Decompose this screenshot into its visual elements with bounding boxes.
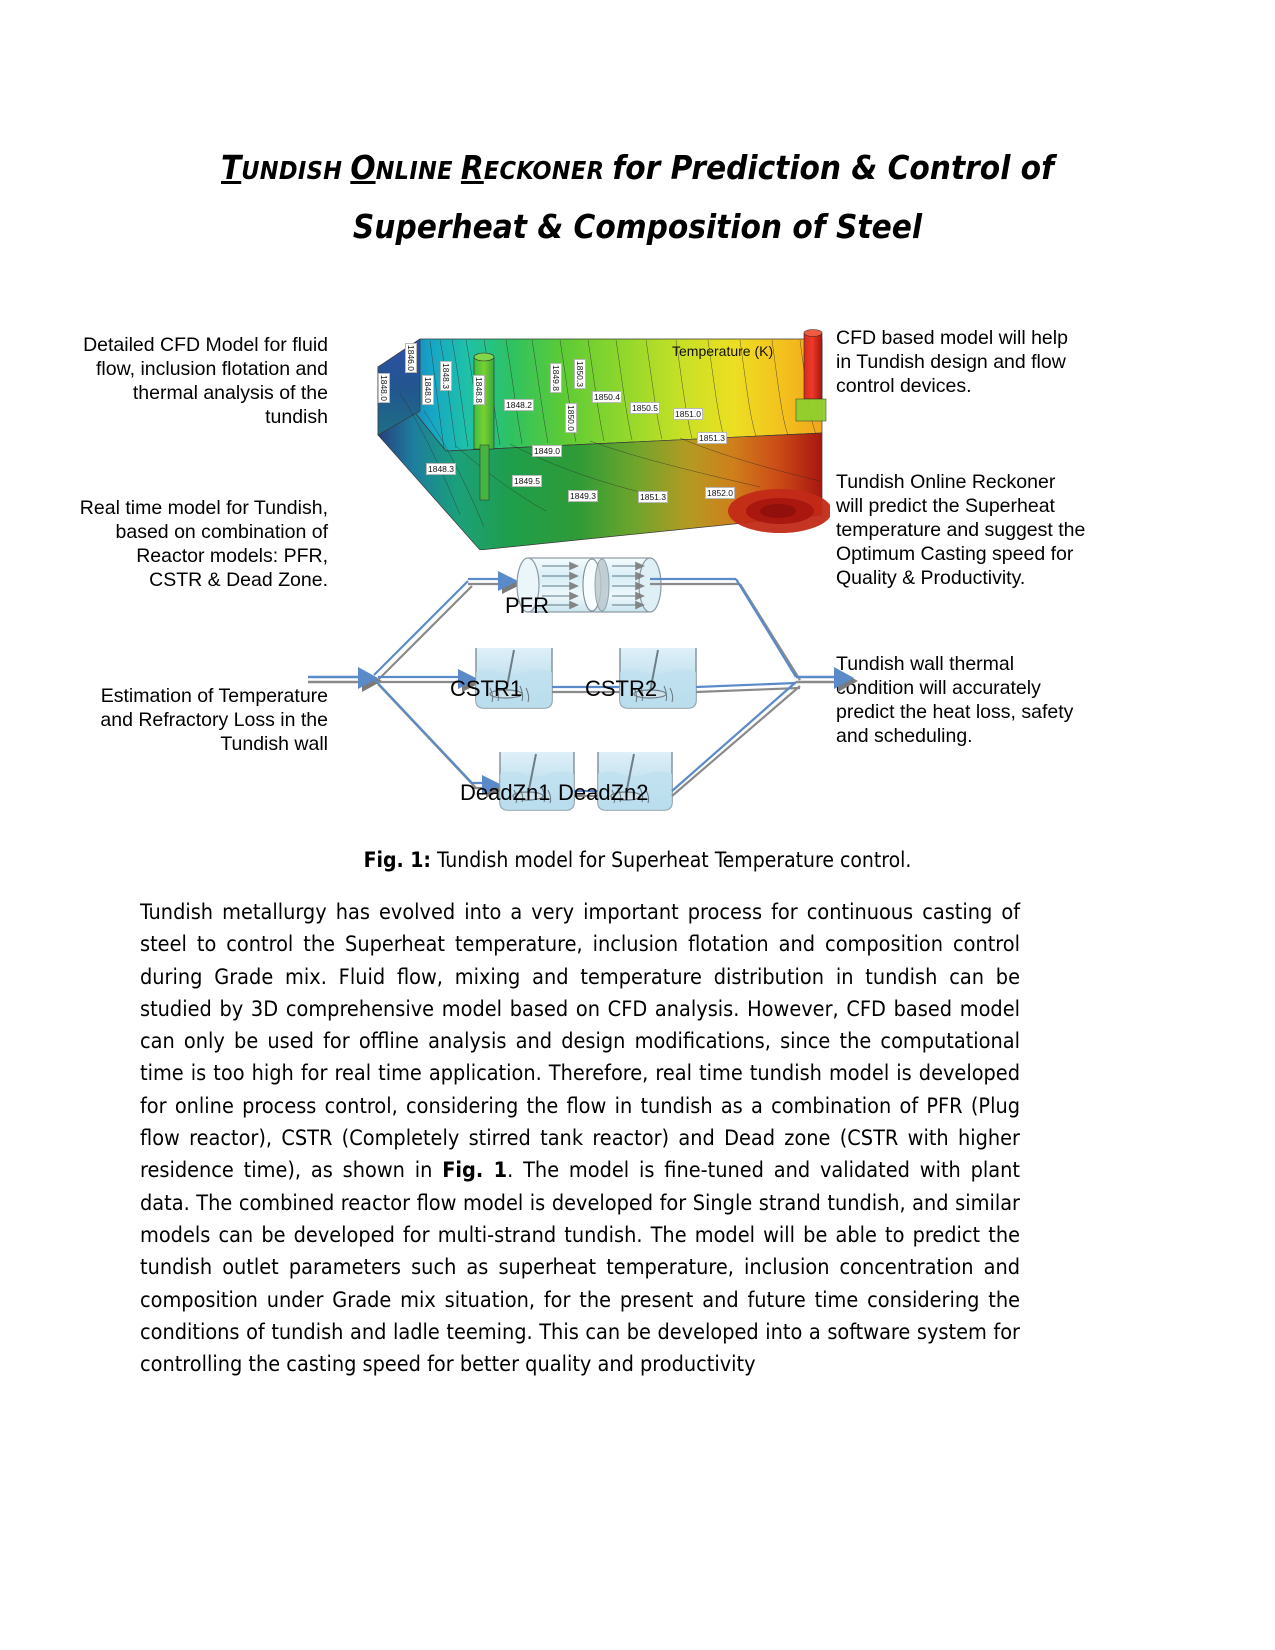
cfd-contour-label: 1852.0: [705, 487, 735, 499]
cfd-contour-label: 1848.3: [440, 361, 452, 391]
annotation-tor-benefit: Tundish Online Reckoner will predict the…: [836, 471, 1086, 589]
reactor-label-pfr: PFR: [505, 593, 549, 618]
flow-branch-pfr: [373, 571, 522, 681]
title-line-2: Superheat & Composition of Steel: [352, 207, 923, 246]
reactor-label-cstr1: CSTR1: [450, 676, 523, 701]
flow-cstr1-cstr2: [552, 685, 620, 694]
figure-caption-text: Tundish model for Superheat Temperature …: [436, 848, 912, 872]
cfd-contour-label: 1848.0: [378, 373, 390, 403]
figure-caption-prefix: Fig. 1:: [363, 848, 431, 872]
title-tail: for Prediction & Control of: [612, 148, 1054, 187]
title-smallcap-initial-t: T: [220, 148, 242, 187]
title-smallcap-rest-reckoner: ECKONER: [483, 156, 613, 185]
flow-branch-cstr: [378, 669, 482, 692]
flow-branch-deadzone: [373, 678, 506, 798]
cfd-contour-label: 1849.3: [568, 490, 598, 502]
title-smallcap-rest-tundish: UNDISH: [241, 156, 351, 185]
reactor-network-diagram: PFR CSTR1 CSTR2 DeadZn1 DeadZn2: [300, 520, 860, 840]
cfd-contour-label: 1848.8: [473, 375, 485, 405]
reactor-label-deadzn2: DeadZn2: [558, 780, 649, 805]
cfd-contour-label: 1851.3: [638, 491, 668, 503]
reactor-network-svg: [308, 557, 858, 811]
cfd-contour-label: 1850.3: [574, 359, 586, 389]
cfd-hot-zone: [728, 489, 830, 533]
cfd-contour-label: 1850.5: [630, 402, 660, 414]
cstr1-vessel: [475, 648, 553, 709]
cfd-contour-plot: Temperature (K) 1846.0 1848.0 1848.0 184…: [360, 315, 830, 550]
cfd-legend-title: Temperature (K): [672, 343, 774, 359]
deadzn1-vessel: [499, 752, 575, 811]
deadzn2-vessel: [597, 752, 673, 811]
cfd-contour-label: 1850.4: [592, 391, 622, 403]
cstr2-vessel: [619, 648, 697, 709]
annotation-estimation-temperature: Estimation of Temperature and Refractory…: [100, 685, 328, 755]
cfd-contour-label: 1848.0: [422, 375, 434, 405]
figure-1: Detailed CFD Model for fluid flow, inclu…: [0, 300, 1275, 840]
paragraph-part-1: Tundish metallurgy has evolved into a ve…: [140, 900, 1020, 1184]
title-smallcap-rest-online: NLINE: [375, 156, 461, 185]
cfd-contour-label: 1849.5: [512, 475, 542, 487]
cfd-contour-label: 1849.0: [532, 445, 562, 457]
cfd-contour-label: 1851.0: [673, 408, 703, 420]
flow-deadzn1-deadzn2: [574, 789, 598, 798]
annotation-real-time-model: Real time model for Tundish, based on co…: [79, 497, 328, 591]
reactor-label-cstr2: CSTR2: [585, 676, 658, 701]
body-paragraph: Tundish metallurgy has evolved into a ve…: [140, 897, 1020, 1381]
title-smallcap-initial-r: R: [460, 148, 484, 187]
figure-caption: Fig. 1: Tundish model for Superheat Temp…: [150, 846, 1125, 874]
page-title: TUNDISH ONLINE RECKONER for Prediction &…: [150, 140, 1125, 255]
annotation-cfd-benefit: CFD based model will help in Tundish des…: [836, 327, 1068, 397]
cfd-contour-label: 1848.3: [426, 463, 456, 475]
cfd-contour-label: 1850.0: [565, 403, 577, 433]
cfd-outlet-tube: [795, 329, 827, 422]
cfd-contour-label: 1851.3: [697, 432, 727, 444]
annotation-cfd-model: Detailed CFD Model for fluid flow, inclu…: [83, 334, 328, 428]
flow-inlet: [308, 667, 382, 692]
paragraph-part-2: . The model is fine-tuned and validated …: [140, 1158, 1020, 1378]
reactor-label-deadzn1: DeadZn1: [460, 780, 551, 805]
cfd-contour-label: 1848.2: [504, 399, 534, 411]
paragraph-figure-reference: Fig. 1: [442, 1158, 508, 1184]
annotation-wall-benefit: Tundish wall thermal condition will accu…: [836, 653, 1074, 747]
title-line-1: TUNDISH ONLINE RECKONER for Prediction &…: [150, 140, 1125, 199]
flow-outlet-merge: [650, 577, 858, 797]
cfd-contour-label: 1849.8: [550, 363, 562, 393]
cfd-contour-label: 1846.0: [405, 343, 417, 373]
title-smallcap-initial-o: O: [350, 148, 376, 187]
